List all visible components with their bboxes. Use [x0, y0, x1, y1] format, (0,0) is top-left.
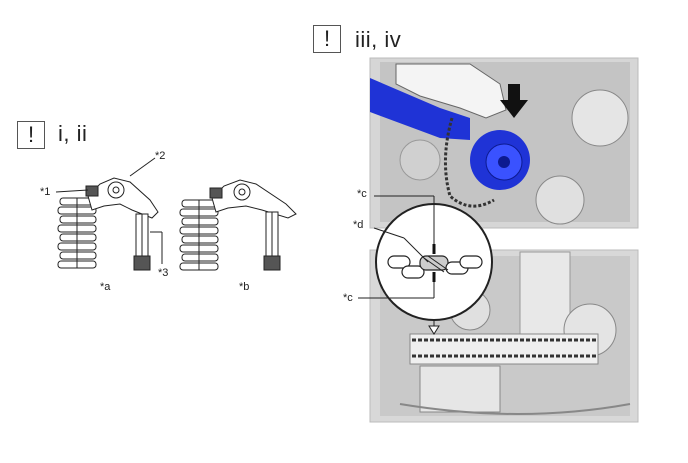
- chain-column-a: [57, 197, 97, 269]
- label-b: *b: [239, 281, 250, 293]
- callout-c-bottom: *c: [343, 292, 353, 304]
- warning-icon-right: !: [313, 25, 341, 53]
- callout-d: *d: [353, 219, 364, 231]
- callout-c-top: *c: [357, 188, 367, 200]
- callout-3: *3: [158, 267, 169, 279]
- warning-icon-left: !: [17, 121, 45, 149]
- warning-symbol: !: [27, 122, 35, 147]
- callout-1: *1: [40, 186, 51, 198]
- step-label-i-ii: i, ii: [58, 121, 88, 146]
- callout-2: *2: [155, 150, 166, 162]
- tensioner-illustration-b: [179, 179, 297, 271]
- step-label-iii-iv: iii, iv: [355, 27, 402, 52]
- warning-symbol: !: [323, 26, 331, 51]
- label-a: *a: [100, 281, 111, 293]
- engine-view-top: [369, 57, 639, 229]
- magnified-detail: [358, 195, 493, 335]
